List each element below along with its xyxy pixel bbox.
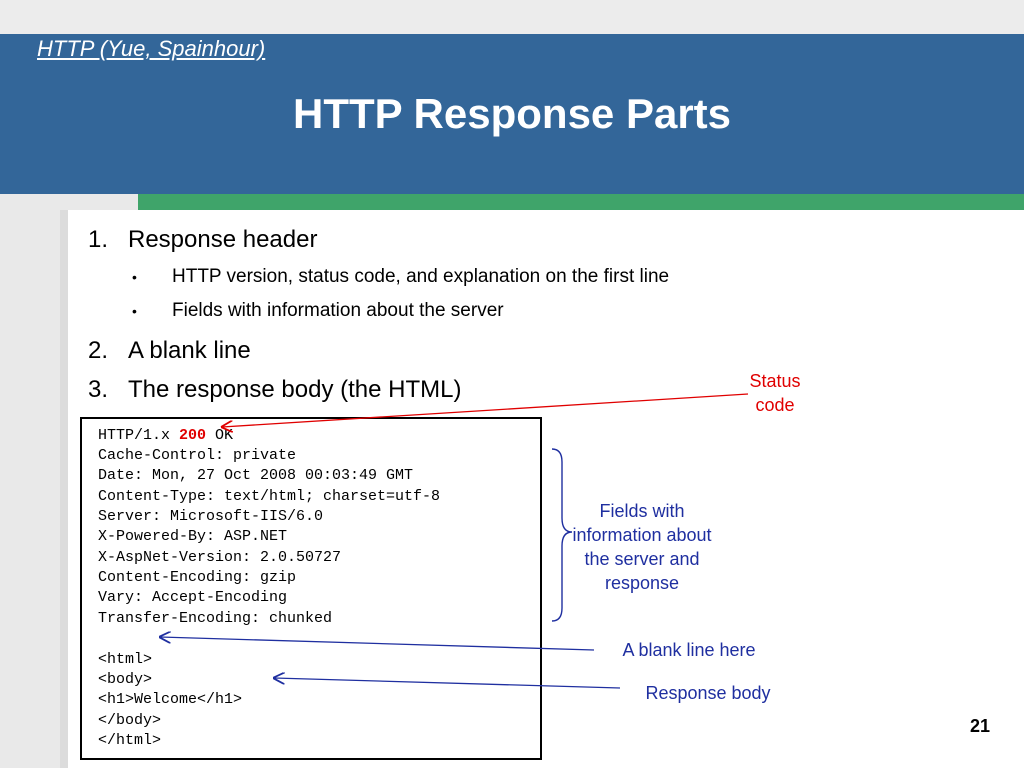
list-number-3: 3. <box>88 376 109 403</box>
list-item-blank-line: A blank line <box>128 337 251 364</box>
code-line: Transfer-Encoding: chunked <box>98 610 333 627</box>
http-response-code-box: HTTP/1.x 200 OK Cache-Control: private D… <box>80 417 542 760</box>
code-line: Content-Type: text/html; charset=utf-8 <box>98 488 441 505</box>
code-line: <body> <box>98 671 153 688</box>
sub-item-http-version: HTTP version, status code, and explanati… <box>172 266 670 287</box>
blank-line-arrow <box>160 637 595 651</box>
source-link[interactable]: HTTP (Yue, Spainhour) <box>37 36 266 61</box>
status-code-arrow <box>222 393 749 427</box>
sub-item-fields: Fields with information about the server <box>172 300 504 321</box>
status-line: HTTP/1.x 200 OK <box>98 427 233 444</box>
status-code-annotation: Status code <box>749 371 801 415</box>
code-line: Content-Encoding: gzip <box>98 569 297 586</box>
status-prefix: HTTP/1.x <box>98 427 180 444</box>
panel-shadow <box>60 210 68 768</box>
code-line: X-AspNet-Version: 2.0.50727 <box>98 549 342 566</box>
status-code-value: 200 <box>179 427 207 444</box>
code-line: <html> <box>98 651 153 668</box>
response-body-annotation: Response body <box>645 683 771 703</box>
bullet-icon: • <box>132 269 137 285</box>
code-line: X-Powered-By: ASP.NET <box>98 528 288 545</box>
slide-title: HTTP Response Parts <box>292 90 732 137</box>
list-item-response-body: The response body (the HTML) <box>128 376 462 403</box>
accent-bar <box>138 194 1024 210</box>
code-line: Vary: Accept-Encoding <box>98 589 288 606</box>
page-number: 21 <box>969 716 991 736</box>
code-line: <h1>Welcome</h1> <box>98 691 243 708</box>
fields-brace <box>551 448 573 622</box>
bullet-icon: • <box>132 303 137 319</box>
code-line: </html> <box>98 732 162 749</box>
code-line: Date: Mon, 27 Oct 2008 00:03:49 GMT <box>98 467 414 484</box>
code-line: Server: Microsoft-IIS/6.0 <box>98 508 324 525</box>
top-strip <box>0 0 1024 34</box>
list-number-2: 2. <box>88 337 109 364</box>
slide-header: HTTP (Yue, Spainhour) HTTP Response Part… <box>0 34 1024 194</box>
fields-annotation: Fields with information about the server… <box>572 501 712 593</box>
list-item-response-header: Response header <box>128 226 318 253</box>
list-number-1: 1. <box>88 226 109 253</box>
response-body-arrow <box>274 678 621 689</box>
code-line: Cache-Control: private <box>98 447 297 464</box>
blank-line-annotation: A blank line here <box>622 640 756 660</box>
code-line: </body> <box>98 712 162 729</box>
